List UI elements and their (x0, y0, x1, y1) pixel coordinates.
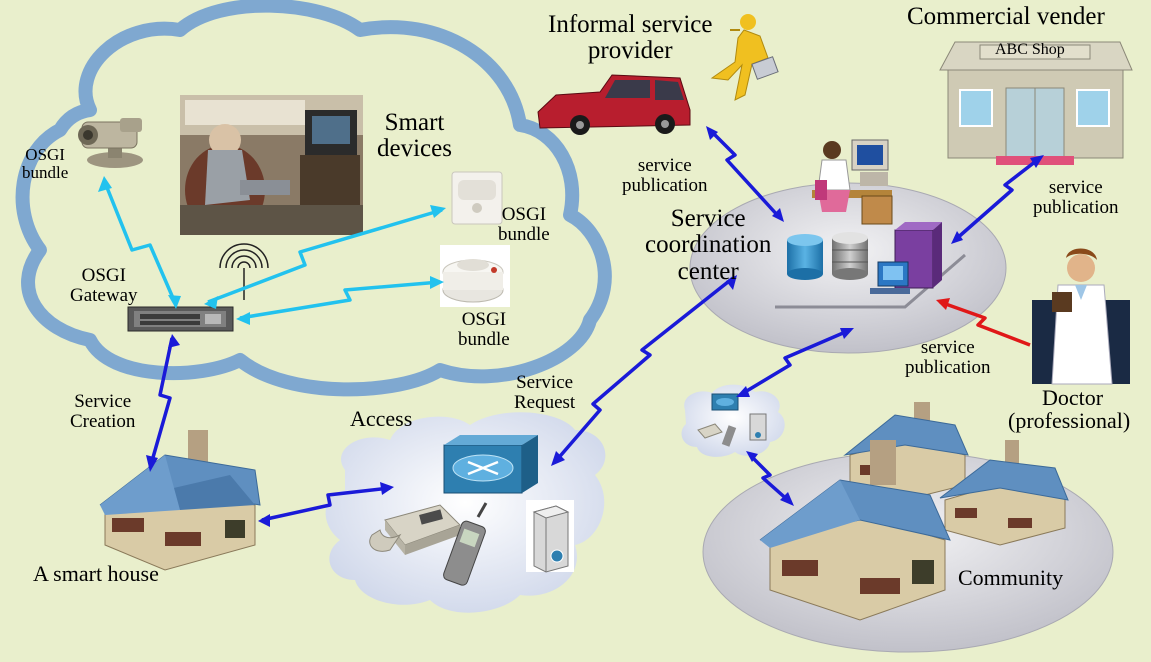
label-shop-sign: ABC Shop (995, 41, 1065, 58)
car-icon (537, 74, 691, 135)
links-cyan (102, 179, 443, 320)
operator-workstation-icon (812, 139, 893, 225)
label-service-publication-commercial: service publication (1033, 177, 1119, 218)
links-blue (148, 128, 1042, 522)
label-service-creation: Service Creation (70, 391, 136, 432)
label-access: Access (350, 406, 413, 431)
label-osgi-bundle-motion: OSGI bundle (498, 204, 550, 245)
photo-elderly-person (180, 95, 363, 235)
label-osgi-bundle-camera: OSGI bundle (22, 145, 69, 182)
label-service-request: Service Request (514, 372, 576, 413)
label-smart-house: A smart house (33, 561, 159, 586)
label-service-publication-doctor: service publication (905, 337, 991, 378)
server-icon (526, 500, 574, 573)
motion-sensor-icon (451, 171, 503, 225)
cellphone-icon (443, 502, 488, 586)
label-doctor: Doctor (1042, 385, 1104, 410)
label-osgi-bundle-smoke: OSGI bundle (458, 309, 510, 350)
telephone-icon (369, 504, 461, 555)
antenna-icon (219, 243, 269, 300)
house-icon (99, 430, 261, 571)
label-service-publication-informal: service publication (622, 155, 708, 196)
smoke-detector-icon (440, 245, 510, 307)
shop-icon (939, 41, 1133, 165)
label-informal-provider: Informal service provider (548, 11, 713, 65)
home-cloud (15, 0, 612, 397)
label-osgi-gateway: OSGI Gateway (70, 265, 138, 306)
links-cyan-heads (98, 176, 446, 325)
switch-icon (443, 435, 538, 494)
links-blue-heads (146, 126, 1044, 527)
camera-icon (78, 118, 143, 168)
small-cloud-devices (697, 393, 767, 447)
gateway-router-icon (127, 306, 234, 332)
running-person-icon (710, 14, 779, 101)
label-coordination-center: Service coordination center (645, 205, 772, 285)
label-commercial-vender: Commercial vender (907, 3, 1105, 30)
label-community: Community (958, 565, 1064, 590)
doctor-icon (1032, 248, 1130, 385)
community-houses-icon (759, 402, 1069, 621)
label-doctor-role: (professional) (1008, 408, 1131, 433)
database-icon (787, 222, 942, 294)
label-smart-devices: Smart devices (377, 109, 452, 163)
link-red (936, 298, 1031, 347)
